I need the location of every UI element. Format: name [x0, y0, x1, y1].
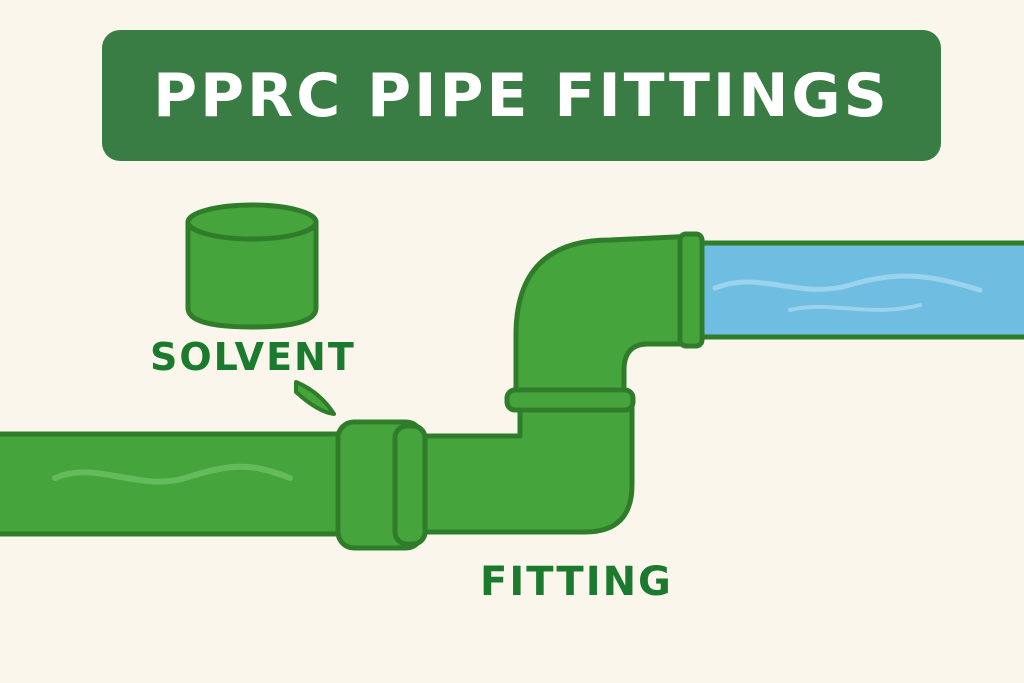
page-title: PPRC PIPE FITTINGS	[153, 60, 890, 131]
green-pipe	[0, 431, 353, 537]
elbow-fitting	[504, 231, 705, 413]
solvent-cap	[185, 202, 319, 330]
coupling-fitting	[335, 419, 428, 551]
title-banner: PPRC PIPE FITTINGS	[102, 30, 941, 161]
fitting-label: FITTING	[480, 559, 673, 605]
solvent-label: SOLVENT	[150, 335, 356, 379]
connector-pipe	[402, 397, 635, 535]
solvent-drop	[294, 380, 336, 416]
water-pipe	[687, 240, 1024, 340]
